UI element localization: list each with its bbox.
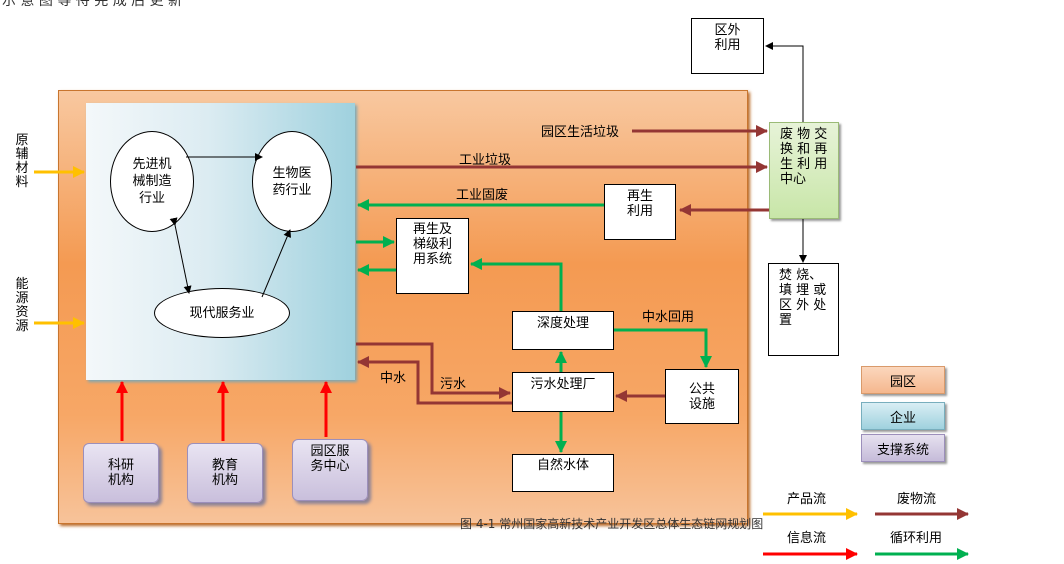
regeneration-box: 再生 利用: [604, 184, 676, 240]
arrow-deep-to-cascade: [470, 258, 563, 311]
legend-enterprise: 企业: [861, 402, 945, 430]
arrow-reclaimed-reuse: [614, 328, 712, 368]
arrow-to-outside-use: [765, 42, 804, 122]
top-partial-text: 示 意 图 等 待 完 成 后 更 新: [2, 0, 183, 9]
industrial-solid-label: 工业固废: [456, 188, 509, 203]
research-institution: 科研 机构: [83, 443, 159, 503]
legend-recycle: 循环利用: [890, 531, 943, 546]
waste-exchange-center: 废 物 交 换 和 再 生 利 用 中心: [769, 122, 839, 219]
energy-resources-label: 能源资源: [15, 277, 29, 334]
arrow-sewage-out: [356, 342, 511, 399]
legend-support: 支撑系统: [861, 434, 945, 462]
legend-park: 园区: [861, 366, 945, 394]
legend-product-flow: 产品流: [787, 492, 827, 507]
biomedicine-node: 生物医 药行业: [252, 131, 332, 232]
incineration-box: 焚 烧、 填 埋 或 区 外 处 置: [768, 263, 839, 356]
figure-caption: 图 4-1 常州国家高新技术产业开发区总体生态链网规划图: [460, 517, 764, 531]
public-facilities-box: 公共 设施: [665, 369, 739, 424]
outside-use-box: 区外 利用: [691, 18, 764, 74]
reclaimed-water-reuse-label: 中水回用: [642, 310, 695, 325]
legend-info-flow: 信息流: [787, 531, 827, 546]
sewage-label: 污水: [440, 377, 467, 392]
modern-services-node: 现代服务业: [154, 288, 290, 338]
arrow-manufacturing-services: [169, 217, 192, 294]
legend-waste-flow: 废物流: [897, 492, 937, 507]
education-institution: 教育 机构: [187, 443, 263, 503]
arrow-services-to-biomed: [261, 229, 291, 298]
natural-water-box: 自然水体: [512, 454, 614, 492]
sewage-plant-box: 污水处理厂: [512, 372, 614, 412]
reclaimed-water-label: 中水: [380, 371, 407, 386]
domestic-waste-label: 园区生活垃圾: [541, 125, 620, 140]
park-service-center: 园区服 务中心: [292, 439, 368, 501]
raw-materials-label: 原辅材料: [15, 133, 29, 190]
deep-treatment-box: 深度处理: [512, 311, 614, 350]
industrial-waste-label: 工业垃圾: [459, 153, 512, 168]
arrow-reclaimed-water-back: [357, 356, 512, 405]
advanced-manufacturing-node: 先进机 械制造 行业: [110, 131, 194, 232]
cascade-system-box: 再生及 梯级利 用系统: [396, 218, 469, 294]
